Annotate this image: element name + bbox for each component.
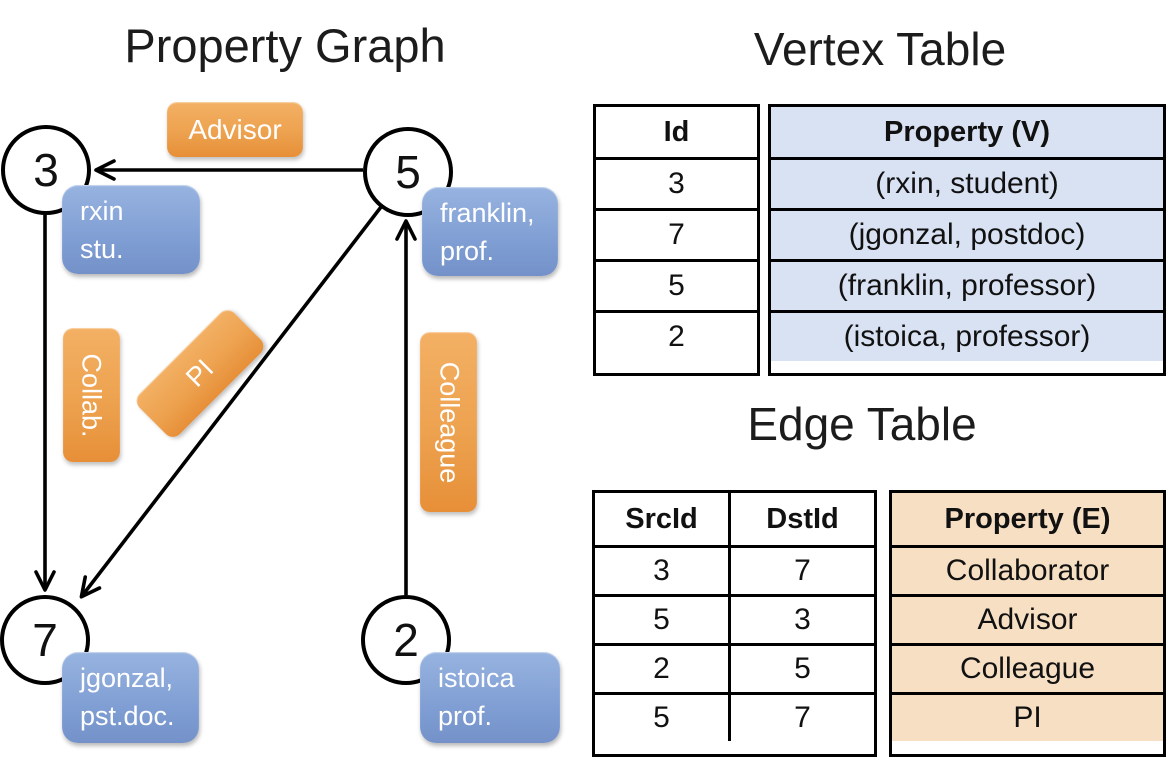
vertex-property-line: istoica bbox=[438, 663, 515, 693]
vertex-property-line: rxin bbox=[80, 196, 124, 226]
edge-label-box-collab: Collab. bbox=[63, 328, 120, 462]
vertex-property-line: pst.doc. bbox=[80, 701, 175, 731]
vertex-table-cell: 5 bbox=[596, 259, 757, 310]
vertex-table-cell: 2 bbox=[596, 310, 757, 361]
edge-table-cell: 7 bbox=[728, 545, 874, 594]
vertex-table-cell: (rxin, student) bbox=[771, 157, 1163, 208]
vertex-property-box-jgonzal: jgonzal, pst.doc. bbox=[62, 652, 199, 743]
edge-table-id-columns: SrcId DstId 3 7 5 3 2 5 5 7 bbox=[592, 490, 877, 757]
edge-table-cell: 7 bbox=[728, 692, 874, 741]
edge-table: SrcId DstId 3 7 5 3 2 5 5 7 Property (E)… bbox=[592, 490, 1166, 757]
edge-table-cell: Collaborator bbox=[892, 545, 1163, 594]
edge-table-cell: 5 bbox=[728, 643, 874, 692]
edge-label-box-advisor: Advisor bbox=[167, 102, 303, 157]
vertex-table-cell: 3 bbox=[596, 157, 757, 208]
edge-label: PI bbox=[180, 353, 220, 393]
edge-table-header-property: Property (E) bbox=[892, 493, 1163, 545]
vertex-property-line: jgonzal, bbox=[80, 663, 174, 693]
edge-table-property-column: Property (E) Collaborator Advisor Collea… bbox=[889, 490, 1166, 757]
vertex-table-property-column: Property (V) (rxin, student) (jgonzal, p… bbox=[768, 104, 1166, 376]
vertex-table-cell: (franklin, professor) bbox=[771, 259, 1163, 310]
vertex-table-header-property: Property (V) bbox=[771, 107, 1163, 157]
edge-table-cell: PI bbox=[892, 692, 1163, 741]
edge-label: Colleague bbox=[434, 361, 464, 483]
vertex-property-line: prof. bbox=[438, 701, 493, 731]
node-id: 5 bbox=[395, 146, 421, 198]
vertex-property-line: franklin, bbox=[440, 198, 535, 228]
edge-line-pi-5-to-7 bbox=[79, 205, 383, 599]
vertex-table-cell: (jgonzal, postdoc) bbox=[771, 208, 1163, 259]
node-id: 7 bbox=[32, 614, 58, 666]
edge-table-cell: 5 bbox=[595, 594, 728, 643]
vertex-property-box-franklin: franklin, prof. bbox=[422, 187, 558, 276]
vertex-table-cell: (istoica, professor) bbox=[771, 310, 1163, 361]
edge-table-cell: 2 bbox=[595, 643, 728, 692]
edge-table-title: Edge Table bbox=[747, 398, 977, 450]
edge-table-cell: Colleague bbox=[892, 643, 1163, 692]
vertex-property-box-istoica: istoica prof. bbox=[420, 652, 560, 743]
vertex-table: Id 3 7 5 2 Property (V) (rxin, student) … bbox=[593, 104, 1166, 376]
vertex-property-line: stu. bbox=[80, 234, 124, 264]
vertex-property-box-rxin: rxin stu. bbox=[62, 185, 200, 274]
edge-table-header-srcid: SrcId bbox=[625, 502, 698, 535]
node-circle-3: 3 bbox=[1, 125, 91, 215]
edge-table-cell: 3 bbox=[728, 594, 874, 643]
node-id: 3 bbox=[33, 144, 59, 196]
vertex-table-cell: 7 bbox=[596, 208, 757, 259]
edge-label: Advisor bbox=[188, 113, 282, 145]
vertex-table-id-column: Id 3 7 5 2 bbox=[593, 104, 760, 376]
vertex-table-header-id: Id bbox=[663, 115, 690, 148]
edge-label-box-colleague: Colleague bbox=[420, 332, 477, 512]
vertex-property-line: prof. bbox=[440, 236, 495, 266]
node-id: 2 bbox=[393, 614, 419, 666]
property-graph-title: Property Graph bbox=[124, 19, 446, 72]
edge-table-cell: 5 bbox=[595, 692, 728, 741]
edge-table-header-dstid: DstId bbox=[728, 493, 874, 545]
edge-label: Collab. bbox=[77, 352, 108, 438]
edge-table-cell: Advisor bbox=[892, 594, 1163, 643]
edge-table-cell: 3 bbox=[595, 545, 728, 594]
vertex-table-title: Vertex Table bbox=[753, 23, 1007, 75]
